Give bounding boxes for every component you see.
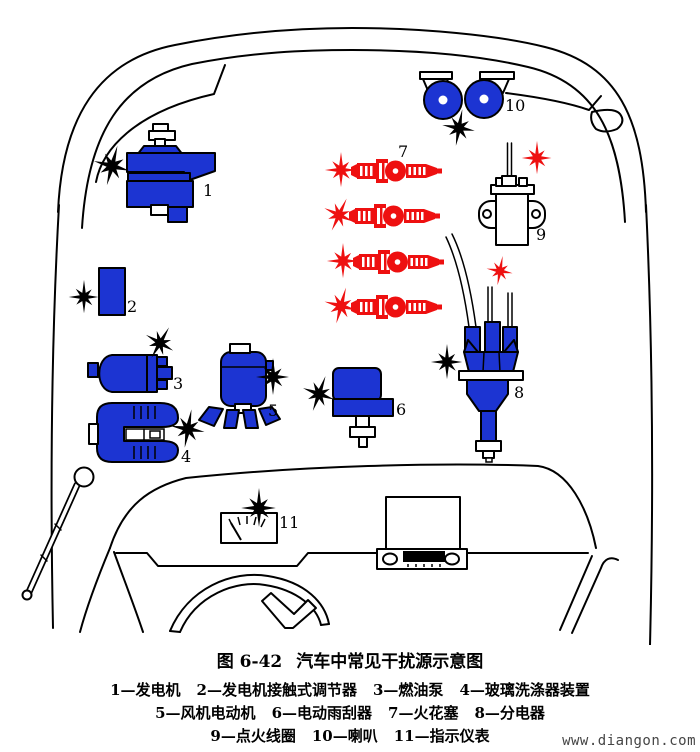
legend-item-5: 5—风机电动机 xyxy=(155,704,256,722)
windshield xyxy=(79,463,619,634)
legend-item-2: 2—发电机接触式调节器 xyxy=(196,681,357,699)
legend-item-9: 9—点火线圈 xyxy=(210,727,296,745)
interference-star xyxy=(324,151,357,188)
radio xyxy=(376,496,468,570)
label-1: 1 xyxy=(203,181,213,200)
car-outline xyxy=(50,27,654,645)
indicator-gauge xyxy=(220,512,278,544)
label-3: 3 xyxy=(173,374,183,393)
legend-item-7: 7—火花塞 xyxy=(388,704,459,722)
figure-title: 汽车中常见干扰源示意图 xyxy=(296,652,484,672)
spark-plug xyxy=(351,159,442,183)
voltage-regulator xyxy=(98,267,126,316)
legend-item-4: 4—玻璃洗涤器装置 xyxy=(459,681,590,699)
legend-item-8: 8—分电器 xyxy=(474,704,545,722)
legend-item-1: 1—发电机 xyxy=(110,681,181,699)
distributor xyxy=(445,233,524,463)
antenna xyxy=(21,466,95,601)
legend-item-6: 6—电动雨刮器 xyxy=(271,704,373,722)
legend-item-10: 10—喇叭 xyxy=(311,727,378,745)
left-body-line xyxy=(50,204,60,629)
horns xyxy=(419,71,515,120)
figure-title-line: 图 6-42 汽车中常见干扰源示意图 xyxy=(0,647,700,672)
label-2: 2 xyxy=(127,297,137,316)
interference-star xyxy=(68,279,99,314)
label-9: 9 xyxy=(536,225,546,244)
caption: 图 6-42 汽车中常见干扰源示意图 1—发电机 2—发电机接触式调节器 3—燃油泵 4… xyxy=(0,643,700,748)
washer-device xyxy=(88,402,179,463)
watermark: www.diangon.com xyxy=(562,733,696,749)
interference-star xyxy=(521,140,552,175)
figure-number: 图 6-42 xyxy=(216,652,283,672)
spark-plug xyxy=(353,250,444,274)
label-11: 11 xyxy=(279,513,299,532)
legend-row: 5—风机电动机 6—电动雨刮器 7—火花塞 8—分电器 xyxy=(0,702,700,725)
legend: 1—发电机 2—发电机接触式调节器 3—燃油泵 4—玻璃洗涤器装置 5—风机电动机 6—电… xyxy=(0,679,700,748)
legend-row: 9—点火线圈 10—喇叭 11—指示仪表 xyxy=(0,725,700,748)
dashboard-line xyxy=(115,552,589,567)
interference-star xyxy=(430,343,463,380)
fuel-pump xyxy=(87,354,173,393)
spark-plug xyxy=(349,204,440,228)
label-4: 4 xyxy=(181,447,191,466)
label-5: 5 xyxy=(268,401,278,420)
legend-item-3: 3—燃油泵 xyxy=(373,681,444,699)
label-7: 7 xyxy=(398,142,408,161)
ignition-coil xyxy=(478,142,546,246)
generator xyxy=(126,123,216,223)
right-body-line xyxy=(645,204,654,645)
interference-star xyxy=(326,242,359,279)
spark-plug xyxy=(351,295,442,319)
spark-plugs xyxy=(349,159,444,319)
legend-row: 1—发电机 2—发电机接触式调节器 3—燃油泵 4—玻璃洗涤器装置 xyxy=(0,679,700,702)
component-labels: 1 2 3 4 5 6 7 8 9 10 11 xyxy=(127,96,546,532)
label-6: 6 xyxy=(396,400,406,419)
steering-wheel xyxy=(169,574,330,633)
label-10: 10 xyxy=(505,96,525,115)
wiper-motor xyxy=(332,367,394,448)
fan-motor xyxy=(198,343,281,429)
car-diagram: 1 2 3 4 5 6 7 8 9 10 11 xyxy=(21,27,654,645)
label-8: 8 xyxy=(514,383,524,402)
legend-item-11: 11—指示仪表 xyxy=(393,727,490,745)
interference-star xyxy=(484,253,516,288)
